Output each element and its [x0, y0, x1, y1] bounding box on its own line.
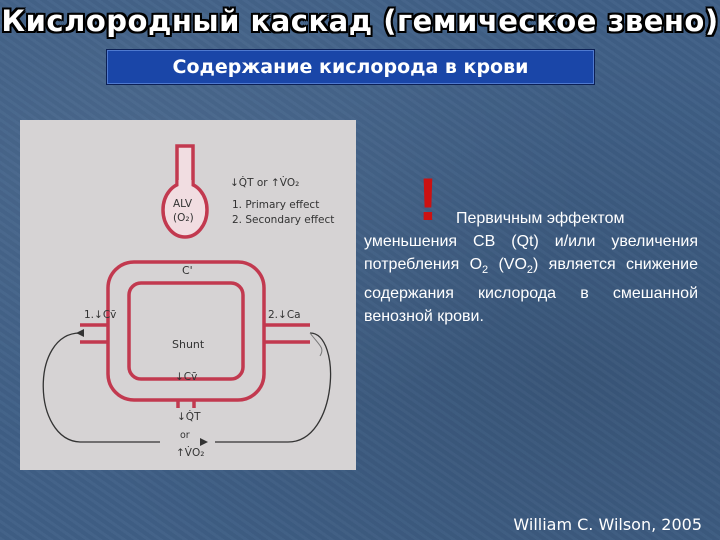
oxygen-cascade-figure: ↓Q̇T or ↑V̇O₂ 1. Primary effect 2. Secon…	[20, 120, 356, 470]
slide-title: Кислородный каскад (гемическое звено)	[1, 4, 719, 38]
body-subscript-2: 2	[526, 264, 534, 277]
body-text-part-3: ) является снижение содержания кислорода…	[364, 256, 698, 326]
figure-legend-line-2: 1. Primary effect	[232, 199, 319, 211]
body-paragraph: Первичным эффектом уменьшения CB (Qt) и/…	[364, 207, 698, 328]
alv-label: ALV	[173, 198, 193, 210]
alveolus-shape	[161, 144, 209, 239]
shunt-label: Shunt	[172, 338, 205, 351]
bottom-cv-label: ↓Cv̄	[175, 371, 197, 383]
body-subscript-1: 2	[482, 264, 489, 277]
exclamation-mark: !	[418, 166, 438, 233]
right-ca-label: 2.↓Ca	[268, 309, 301, 321]
left-cv-label: 1.↓Cv̄	[84, 309, 116, 321]
body-text-part-1: уменьшения CB (Qt) и/или увеличения потр…	[364, 233, 698, 273]
body-lead-text: Первичным эффектом	[456, 210, 625, 227]
connecting-vessels	[80, 323, 310, 408]
subtitle-box: Содержание кислорода в крови	[106, 49, 595, 85]
author-credit: William C. Wilson, 2005	[513, 515, 702, 534]
bottom-qt-label: ↓Q̇T	[177, 410, 201, 423]
alv-sub-label: (O₂)	[173, 212, 194, 224]
bottom-vo2-label: ↑V̇O₂	[176, 446, 204, 459]
systemic-circulation-line	[42, 332, 332, 443]
bottom-or-label: or	[180, 430, 190, 441]
figure-legend-line-3: 2. Secondary effect	[232, 214, 334, 226]
capillary-label: C'	[182, 264, 193, 277]
body-text-part-2: (VO	[488, 256, 527, 273]
vessel-loop	[106, 260, 266, 402]
figure-legend-line-1: ↓Q̇T or ↑V̇O₂	[230, 176, 299, 189]
